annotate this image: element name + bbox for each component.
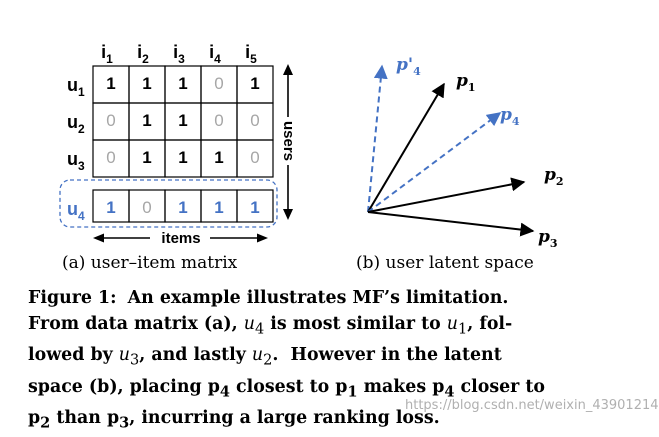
matrix-cell-value: 1 — [178, 198, 187, 217]
matrix-cell-value: 1 — [142, 74, 151, 93]
row-header-u2: u2 — [67, 112, 85, 136]
matrix-cell-border — [236, 189, 274, 223]
u4-highlight-box — [59, 179, 278, 228]
matrix-cells: 1 1 1 0 1 0 1 1 0 0 0 1 1 1 0 1 0 1 1 1 — [92, 65, 274, 223]
matrix-row-headers: u1 u2 u3 u4 — [67, 75, 85, 223]
matrix-cell-value: 1 — [214, 198, 223, 217]
matrix-cell-value: 1 — [178, 74, 187, 93]
watermark: https://blog.csdn.net/weixin_43901214 — [405, 398, 659, 413]
caption-line-5: p2 than p3, incurring a large ranking lo… — [28, 408, 440, 432]
vector-p4 — [367, 112, 502, 213]
column-header-i2: i2 — [137, 42, 149, 66]
row-header-u3: u3 — [67, 149, 85, 173]
matrix-cell-value: 0 — [250, 111, 259, 130]
matrix-cell-value: 0 — [214, 74, 223, 93]
column-header-i5: i5 — [245, 42, 257, 66]
items-arrow: items — [93, 229, 268, 247]
matrix-cell-value: 1 — [142, 148, 151, 167]
subfigure-b-caption: (b) user latent space — [356, 253, 534, 273]
column-header-i4: i4 — [209, 42, 221, 66]
matrix-cell-value: 1 — [106, 74, 115, 93]
matrix-cell-value: 1 — [250, 198, 259, 217]
matrix-cell-border — [236, 139, 274, 178]
matrix-cell-value: 0 — [142, 198, 151, 217]
row-header-u4: u4 — [67, 199, 85, 223]
vector-label-p1: p1 — [456, 71, 476, 94]
matrix-column-headers: i1 i2 i3 i4 i5 — [101, 42, 257, 66]
caption-line-3: lowed by u3, and lastly u2. However in t… — [28, 345, 502, 369]
vector-pprime4 — [367, 64, 388, 213]
vector-label-pprime4: p'4 — [396, 55, 421, 78]
caption-line-2: From data matrix (a), u4 is most similar… — [28, 314, 513, 338]
latent-space-diagram: p'4 p1 p4 p2 p3 — [367, 55, 564, 250]
vector-label-p3: p3 — [538, 227, 558, 250]
column-header-i3: i3 — [173, 42, 185, 66]
vector-p2 — [367, 177, 526, 213]
matrix-cell-value: 1 — [214, 148, 223, 167]
column-header-i1: i1 — [101, 42, 113, 66]
matrix-cell-value: 1 — [250, 74, 259, 93]
matrix-cell-value: 0 — [106, 148, 115, 167]
vector-p3 — [367, 211, 535, 237]
figure-caption: Figure 1: An example illustrates MF’s li… — [28, 285, 613, 437]
matrix-cell-value: 0 — [250, 148, 259, 167]
matrix-cell-value: 1 — [178, 111, 187, 130]
caption-line-1: Figure 1: An example illustrates MF’s li… — [28, 288, 509, 308]
latent-vectors: p'4 p1 p4 p2 p3 — [367, 55, 564, 250]
matrix-cell-value: 1 — [106, 198, 115, 217]
matrix-cell-value: 1 — [142, 111, 151, 130]
caption-line-4: space (b), placing p4 closest to p1 make… — [28, 376, 546, 401]
items-label: items — [161, 230, 200, 247]
row-header-u1: u1 — [67, 75, 85, 99]
vector-p1 — [367, 82, 445, 213]
users-label: users — [280, 121, 297, 161]
matrix-cell-value: 0 — [106, 111, 115, 130]
users-arrow: users — [278, 64, 298, 220]
subfigure-a-caption: (a) user–item matrix — [62, 253, 238, 273]
matrix-cell-value: 0 — [214, 111, 223, 130]
vector-label-p4: p4 — [500, 105, 520, 128]
vector-label-p2: p2 — [544, 165, 564, 188]
matrix-cell-value: 1 — [178, 148, 187, 167]
